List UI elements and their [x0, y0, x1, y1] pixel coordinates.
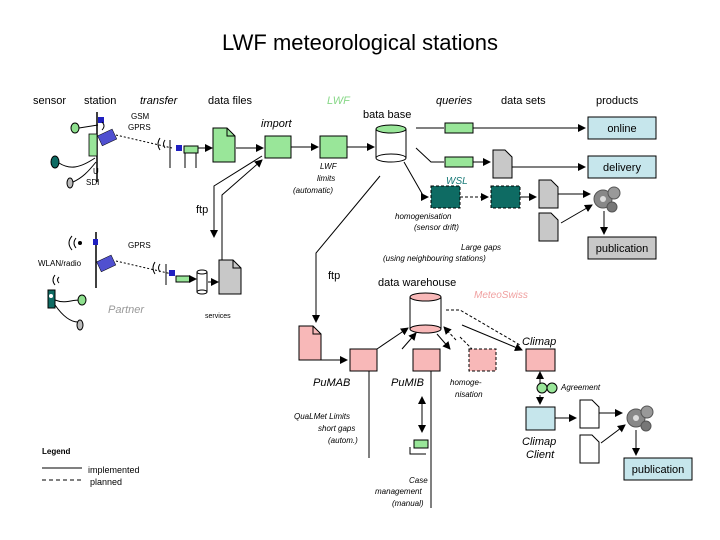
label-homogenisation-1: homoge-	[450, 378, 482, 387]
pumab-box	[349, 348, 378, 372]
label-case-3: (manual)	[392, 499, 424, 508]
dataset-file-wsl-2	[538, 212, 559, 242]
header-queries: queries	[436, 95, 473, 107]
data-file-meteoswiss	[298, 325, 322, 361]
legend-title: Legend	[42, 447, 71, 456]
legend-implemented: implemented	[88, 465, 140, 475]
label-wsl: WSL	[446, 176, 468, 187]
header-data-files: data files	[208, 95, 253, 107]
label-data-warehouse: data warehouse	[378, 277, 456, 289]
link-gprs-top	[115, 134, 173, 149]
label-ftp-mid: ftp	[328, 270, 340, 282]
query-box-delivery	[444, 156, 474, 168]
label-qualmet-3: (autom.)	[328, 436, 358, 445]
computer-icon	[409, 439, 429, 455]
header-data-sets: data sets	[501, 95, 546, 107]
dataset-file-wsl-1	[538, 179, 559, 209]
label-publication-top: publication	[596, 243, 649, 255]
label-homog-2: (sensor drift)	[414, 223, 459, 232]
header-sensor: sensor	[33, 95, 66, 107]
label-wlan-radio: WLAN/radio	[38, 259, 82, 268]
label-bata-base: bata base	[363, 109, 411, 121]
sensor-cluster-bottom	[47, 274, 87, 331]
label-climap-client-1: Climap	[522, 436, 556, 448]
homogenisation-box	[468, 348, 497, 372]
station-mast-top	[88, 112, 118, 182]
lwf-limits-box	[319, 135, 348, 159]
data-file-top	[212, 127, 236, 163]
label-services: services	[205, 313, 231, 320]
product-delivery	[587, 155, 657, 179]
label-climap: Climap	[522, 336, 556, 348]
wsl-homog-box	[430, 185, 461, 209]
dataset-file-delivery	[492, 149, 513, 179]
product-publication-bottom	[623, 457, 693, 481]
pumib-box	[412, 348, 441, 372]
label-qualmet-1: QuaLMet Limits	[294, 412, 350, 421]
label-case-1: Case	[409, 476, 428, 485]
label-qualmet-2: short gaps	[318, 424, 355, 433]
product-publication-top	[587, 236, 657, 260]
product-online	[587, 116, 657, 140]
header-products: products	[596, 95, 639, 107]
wsl-gaps-box	[490, 185, 521, 209]
import-box	[264, 135, 292, 159]
label-sdi: SDI	[86, 178, 99, 187]
label-homogenisation-2: nisation	[455, 390, 483, 399]
climap-box	[525, 348, 556, 372]
label-partner: Partner	[108, 304, 145, 316]
label-agreement: Agreement	[560, 383, 601, 392]
label-u: U	[93, 167, 99, 176]
sensor-cluster-top	[50, 122, 99, 189]
label-gprs-top: GPRS	[128, 123, 151, 132]
header-transfer: transfer	[140, 95, 179, 107]
label-gsm: GSM	[131, 112, 150, 121]
station-mast-bottom	[68, 232, 117, 288]
label-publication-bottom: publication	[632, 464, 685, 476]
label-delivery: delivery	[603, 162, 641, 174]
header-lwf: LWF	[327, 95, 351, 107]
label-climap-client-2: Client	[526, 449, 555, 461]
services-cylinder	[196, 269, 208, 295]
gears-icon-wsl	[593, 186, 621, 213]
data-file-partner	[218, 259, 242, 295]
legend-planned: planned	[90, 477, 122, 487]
agreement-icon	[536, 382, 558, 394]
label-pumib: PuMIB	[391, 377, 424, 389]
label-lwf-limits-3: (automatic)	[293, 186, 333, 195]
database-lwf	[375, 124, 407, 163]
gears-icon-client	[626, 405, 654, 432]
label-gaps-1: Large gaps	[461, 243, 501, 252]
label-pumab: PuMAB	[313, 377, 350, 389]
label-ftp-left: ftp	[196, 204, 208, 216]
label-online: online	[607, 123, 636, 135]
climap-client-box	[525, 406, 556, 431]
header-station: station	[84, 95, 116, 107]
client-file-1	[579, 399, 600, 429]
label-lwf-limits-1: LWF	[320, 162, 338, 171]
label-case-2: management	[375, 487, 422, 496]
label-gprs-bottom: GPRS	[128, 241, 151, 250]
label-meteoswiss: MeteoSwiss	[474, 290, 528, 301]
antenna-receiver-top	[157, 137, 199, 168]
antenna-receiver-bottom	[152, 261, 197, 285]
label-homog-1: homogenisation	[395, 212, 452, 221]
query-box-online	[444, 122, 474, 134]
label-gaps-2: (using neighbouring stations)	[383, 254, 486, 263]
page-title: LWF meteorological stations	[222, 30, 498, 55]
label-import: import	[261, 118, 293, 130]
label-lwf-limits-2: limits	[317, 174, 335, 183]
client-file-2	[579, 434, 600, 464]
database-warehouse	[409, 292, 442, 334]
link-gprs-bottom	[115, 260, 173, 275]
